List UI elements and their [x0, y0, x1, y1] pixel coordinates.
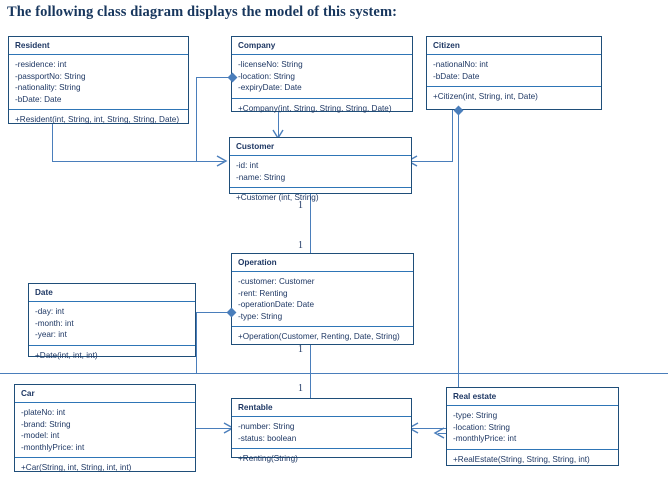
- attribute: -brand: String: [21, 419, 71, 429]
- operation: +Company(int, String, String, String, Da…: [238, 103, 392, 113]
- attribute: -bDate: Date: [433, 71, 480, 81]
- multiplicity-operation-rentable-source: 1: [298, 344, 303, 355]
- attribute: -type: String: [453, 411, 498, 420]
- attribute: -bDate: Date: [15, 94, 62, 104]
- attribute: -id: int: [236, 161, 259, 170]
- connector-date-operation: [196, 312, 231, 314]
- attribute: -day: int: [35, 307, 65, 316]
- attribute: -type: String: [238, 311, 283, 321]
- attribute: -month: int: [35, 318, 74, 328]
- connector-resident-customer-vertical: [52, 124, 54, 162]
- class-box-date[interactable]: Date -day: int -month: int -year: int +D…: [28, 283, 196, 360]
- connector-citizen-customer-vertical: [452, 110, 454, 162]
- attribute: -rent: Renting: [238, 288, 288, 298]
- class-box-car[interactable]: Car -plateNo: int -brand: String -model:…: [14, 384, 196, 472]
- operation: +Date(int, int, int): [35, 350, 98, 360]
- multiplicity-customer-operation-target: 1: [298, 240, 303, 251]
- page-title: The following class diagram displays the…: [7, 4, 398, 20]
- class-box-operation[interactable]: Operation -customer: Customer -rent: Ren…: [231, 253, 414, 345]
- arrowhead-into-customer-left: [216, 155, 228, 167]
- attribute: -model: int: [21, 431, 60, 440]
- operation: +RealEstate(String, String, String, int): [453, 454, 590, 464]
- class-operations-operation: +Operation(Customer, Renting, Date, Stri…: [232, 327, 413, 347]
- connector-company-riser: [196, 77, 198, 162]
- attribute: -licenseNo: String: [238, 60, 303, 69]
- class-attributes-citizen: -nationalNo: int -bDate: Date: [427, 55, 601, 87]
- class-attributes-company: -licenseNo: String -location: String -ex…: [232, 55, 412, 99]
- class-attributes-operation: -customer: Customer -rent: Renting -oper…: [232, 272, 413, 327]
- class-name-resident: Resident: [9, 37, 188, 55]
- class-operations-company: +Company(int, String, String, String, Da…: [232, 99, 412, 119]
- attribute: -status: boolean: [238, 433, 297, 443]
- connector-company-left-stub: [196, 77, 232, 79]
- connector-citizen-customer-horizontal: [412, 161, 453, 163]
- attribute: -location: String: [238, 71, 295, 81]
- attribute: -nationality: String: [15, 83, 81, 92]
- operation: +Renting(String): [238, 454, 298, 463]
- class-operations-rentable: +Renting(String): [232, 449, 411, 469]
- class-box-citizen[interactable]: Citizen -nationalNo: int -bDate: Date +C…: [426, 36, 602, 110]
- class-box-resident[interactable]: Resident -residence: int -passportNo: St…: [8, 36, 189, 124]
- attribute: -expiryDate: Date: [238, 83, 302, 92]
- class-attributes-customer: -id: int -name: String: [230, 156, 411, 188]
- class-box-customer[interactable]: Customer -id: int -name: String +Custome…: [229, 137, 412, 202]
- attribute: -monthlyPrice: int: [21, 442, 85, 452]
- class-box-rentable[interactable]: Rentable -number: String -status: boolea…: [231, 398, 412, 463]
- attribute: -year: int: [35, 330, 67, 339]
- class-attributes-date: -day: int -month: int -year: int: [29, 302, 195, 346]
- attribute: -residence: int: [15, 60, 67, 69]
- connector-citizen-realestate-vertical: [458, 110, 460, 434]
- class-operations-car: +Car(String, int, String, int, int): [15, 458, 195, 478]
- class-name-rentable: Rentable: [232, 399, 411, 417]
- connector-realestate-rentable: [412, 428, 446, 430]
- connector-resident-customer-horizontal: [52, 161, 224, 163]
- class-operations-date: +Date(int, int, int): [29, 346, 195, 366]
- multiplicity-operation-rentable-target: 1: [298, 383, 303, 394]
- arrowhead-into-realestate-left: [433, 427, 445, 439]
- attribute: -name: String: [236, 172, 286, 182]
- class-attributes-realestate: -type: String -location: String -monthly…: [447, 406, 618, 450]
- attribute: -monthlyPrice: int: [453, 434, 517, 443]
- class-operations-realestate: +RealEstate(String, String, String, int): [447, 450, 618, 470]
- connector-long-horizontal: [0, 373, 668, 375]
- operation: +Citizen(int, String, int, Date): [433, 92, 538, 101]
- class-name-operation: Operation: [232, 254, 413, 272]
- connector-car-rentable: [196, 428, 231, 430]
- class-box-realestate[interactable]: Real estate -type: String -location: Str…: [446, 387, 619, 466]
- class-name-date: Date: [29, 284, 195, 302]
- connector-operation-rentable: [310, 345, 312, 398]
- attribute: -passportNo: String: [15, 71, 86, 81]
- class-operations-customer: +Customer (int, String): [230, 188, 411, 208]
- operation: +Car(String, int, String, int, int): [21, 463, 132, 472]
- operation: +Customer (int, String): [236, 193, 319, 202]
- class-operations-resident: +Resident(int, String, int, String, Stri…: [9, 110, 188, 130]
- operation: +Resident(int, String, int, String, Stri…: [15, 115, 180, 124]
- attribute: -plateNo: int: [21, 408, 66, 417]
- connector-customer-operation: [310, 194, 312, 253]
- connector-company-customer-vertical: [278, 112, 280, 137]
- attribute: -number: String: [238, 422, 295, 431]
- connector-date-bottom-riser: [196, 312, 198, 374]
- class-operations-citizen: +Citizen(int, String, int, Date): [427, 87, 601, 107]
- class-name-customer: Customer: [230, 138, 411, 156]
- operation: +Operation(Customer, Renting, Date, Stri…: [238, 332, 400, 341]
- class-name-company: Company: [232, 37, 412, 55]
- class-name-realestate: Real estate: [447, 388, 618, 406]
- class-attributes-rentable: -number: String -status: boolean: [232, 417, 411, 449]
- attribute: -nationalNo: int: [433, 60, 489, 69]
- multiplicity-customer-operation-source: 1: [298, 200, 303, 211]
- class-attributes-resident: -residence: int -passportNo: String -nat…: [9, 55, 188, 110]
- class-name-car: Car: [15, 385, 195, 403]
- attribute: -operationDate: Date: [238, 300, 315, 309]
- class-attributes-car: -plateNo: int -brand: String -model: int…: [15, 403, 195, 458]
- attribute: -customer: Customer: [238, 277, 315, 286]
- class-name-citizen: Citizen: [427, 37, 601, 55]
- attribute: -location: String: [453, 422, 510, 432]
- class-box-company[interactable]: Company -licenseNo: String -location: St…: [231, 36, 413, 113]
